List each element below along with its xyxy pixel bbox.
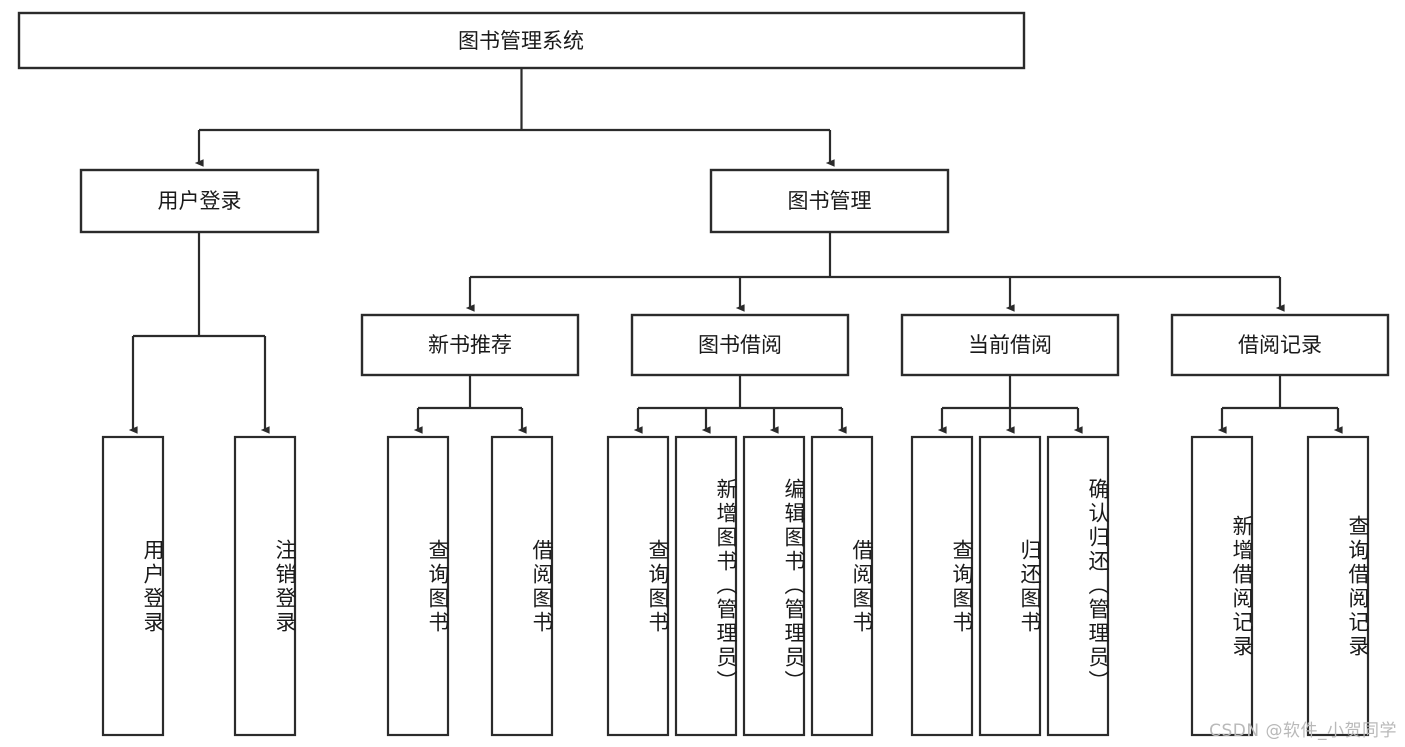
node-book-borrow[interactable]: 图书借阅 (630, 313, 850, 377)
node-root-system[interactable]: 图书管理系统 (17, 11, 1026, 70)
connector-group-borrow-record (1217, 375, 1343, 434)
connector-group-root (194, 68, 835, 167)
node-root-system-label: 图书管理系统 (458, 29, 584, 53)
node-current-borrow-label: 当前借阅 (968, 333, 1052, 357)
connector-group-current-borrow (937, 375, 1083, 434)
node-user-login-label: 用户登录 (158, 189, 242, 213)
node-borrow-record[interactable]: 借阅记录 (1170, 313, 1390, 377)
connector-group-new-book (413, 375, 527, 434)
leaf-box-user-login-login[interactable] (101, 435, 165, 737)
connector-group-user-login (128, 232, 270, 434)
leaf-box-recommend-query-book[interactable] (386, 435, 450, 737)
node-book-borrow-label: 图书借阅 (698, 333, 782, 357)
leaf-box-current-return-book[interactable] (978, 435, 1042, 737)
leaf-box-record-query-record[interactable] (1306, 435, 1370, 737)
node-borrow-record-label: 借阅记录 (1238, 333, 1322, 357)
leaf-box-record-add-record[interactable] (1190, 435, 1254, 737)
leaf-box-borrow-query-book[interactable] (606, 435, 670, 737)
node-new-book-recommend-label: 新书推荐 (428, 333, 512, 357)
node-book-management-label: 图书管理 (788, 189, 872, 213)
leaf-box-recommend-borrow-book[interactable] (490, 435, 554, 737)
node-new-book-recommend[interactable]: 新书推荐 (360, 313, 580, 377)
leaf-box-borrow-edit-book[interactable] (742, 435, 806, 737)
connector-group-book-manage (465, 232, 1285, 312)
leaf-box-current-query-book[interactable] (910, 435, 974, 737)
leaf-box-current-confirm-return[interactable] (1046, 435, 1110, 737)
connector-group-book-borrow (633, 375, 847, 434)
node-current-borrow[interactable]: 当前借阅 (900, 313, 1120, 377)
leaf-box-borrow-borrow-book[interactable] (810, 435, 874, 737)
leaf-box-user-login-logout[interactable] (233, 435, 297, 737)
csdn-watermark: CSDN @软件_小贺同学 (1209, 721, 1397, 741)
leaf-box-borrow-add-book[interactable] (674, 435, 738, 737)
node-user-login[interactable]: 用户登录 (79, 168, 320, 234)
node-book-management[interactable]: 图书管理 (709, 168, 950, 234)
